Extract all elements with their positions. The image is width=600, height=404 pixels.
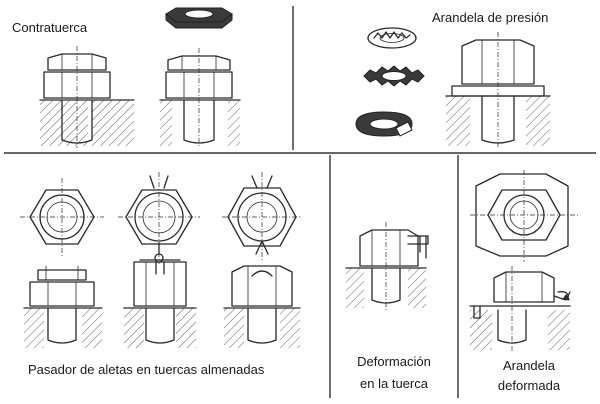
castle-nut-side-view-3 xyxy=(223,265,301,348)
label-arandela-line2: deformada xyxy=(497,378,561,393)
castle-nut-top-view-1 xyxy=(20,178,104,256)
deformacion-illustration xyxy=(345,222,429,310)
label-arandela-line1: Arandela xyxy=(502,358,556,373)
internal-tooth-washer xyxy=(367,27,417,49)
label-deformacion-line1: Deformación xyxy=(357,354,431,369)
panel-dividers xyxy=(4,6,596,398)
castle-nut-top-view-3 xyxy=(222,172,302,262)
thin-nut-3d xyxy=(165,7,233,29)
label-deformacion-line2: en la tuerca xyxy=(360,376,428,391)
castle-nut-side-view-2 xyxy=(123,259,197,348)
contratuerca-illustration xyxy=(39,7,241,148)
split-spring-washer xyxy=(355,111,413,137)
deformed-washer-top-view xyxy=(470,170,578,262)
lock-nut-assembly-left xyxy=(39,46,135,148)
castle-nut-side-view-1 xyxy=(23,266,103,348)
castle-nut-top-view-2 xyxy=(118,172,200,264)
label-arandela-presion: Arandela de presión xyxy=(432,10,549,25)
lock-nut-assembly-right xyxy=(159,48,241,148)
label-pasador: Pasador de aletas en tuercas almenadas xyxy=(28,362,265,377)
deformed-washer-side-view xyxy=(469,266,571,352)
washer-nut-assembly xyxy=(445,32,551,148)
label-contratuerca: Contratuerca xyxy=(12,20,88,35)
external-tooth-washer xyxy=(363,65,425,87)
arandela-presion-illustration xyxy=(355,27,551,148)
arandela-deformada-illustration xyxy=(469,170,578,352)
pasador-illustration xyxy=(20,172,302,348)
